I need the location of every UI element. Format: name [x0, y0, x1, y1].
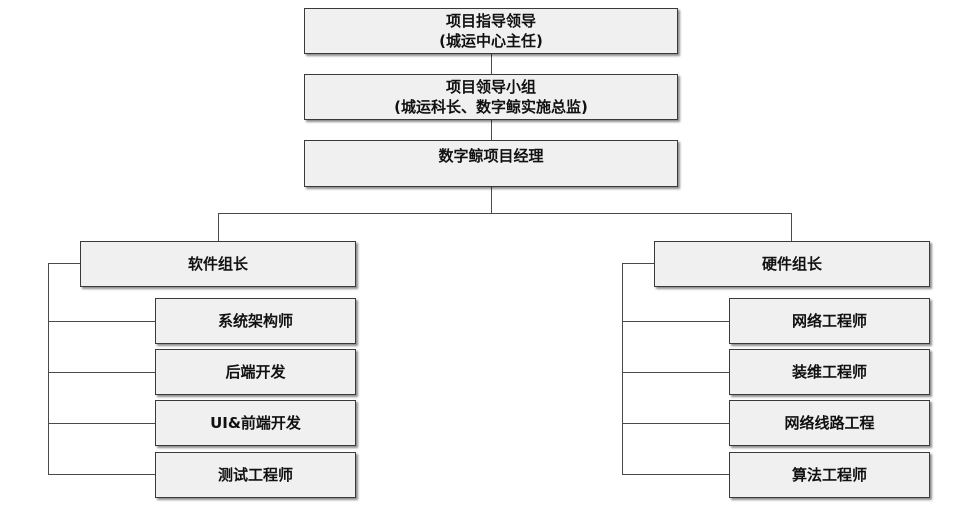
director-subtitle: (城运中心主任) — [439, 32, 543, 50]
software-lead-label: 软件组长 — [187, 255, 248, 273]
leadership-group-subtitle: (城运科长、数字鲸实施总监) — [394, 98, 588, 116]
hardware-member-label: 算法工程师 — [791, 466, 867, 484]
connector-director-to-group — [491, 53, 492, 74]
hardware-bracket-vertical — [622, 263, 623, 475]
hardware-member-box: 网络线路工程 — [729, 400, 930, 446]
software-member-box: 后端开发 — [155, 349, 356, 395]
software-bracket-to-member-1 — [48, 321, 155, 322]
software-bracket-vertical — [48, 263, 49, 475]
project-manager-box: 数字鲸项目经理 — [304, 140, 678, 187]
software-member-box: UI&前端开发 — [155, 400, 356, 446]
hardware-member-label: 装维工程师 — [791, 363, 867, 381]
hardware-member-box: 网络工程师 — [729, 298, 930, 344]
connector-manager-down — [491, 186, 492, 213]
hardware-lead-label: 硬件组长 — [761, 255, 822, 273]
hardware-bracket-to-member-1 — [622, 321, 729, 322]
software-member-box: 系统架构师 — [155, 298, 356, 344]
hardware-member-label: 网络工程师 — [791, 312, 867, 330]
connector-group-to-manager — [491, 120, 492, 140]
software-bracket-to-member-3 — [48, 423, 155, 424]
hardware-bracket-to-member-2 — [622, 372, 729, 373]
hardware-bracket-to-member-3 — [622, 423, 729, 424]
software-member-box: 测试工程师 — [155, 452, 356, 498]
software-member-label: 系统架构师 — [217, 312, 293, 330]
leadership-group-title: 项目领导小组 — [445, 78, 536, 96]
director-box: 项目指导领导 (城运中心主任) — [304, 8, 678, 54]
software-member-label: UI&前端开发 — [210, 414, 301, 432]
software-bracket-to-lead — [48, 263, 80, 264]
hardware-bracket-to-lead — [622, 263, 654, 264]
connector-branch-horizontal — [218, 213, 792, 214]
hardware-lead-box: 硬件组长 — [654, 241, 930, 287]
software-member-label: 测试工程师 — [217, 466, 293, 484]
software-bracket-to-member-2 — [48, 372, 155, 373]
hardware-bracket-to-member-4 — [622, 474, 729, 475]
leadership-group-box: 项目领导小组 (城运科长、数字鲸实施总监) — [304, 74, 678, 120]
hardware-member-box: 算法工程师 — [729, 452, 930, 498]
connector-to-software-lead — [218, 213, 219, 241]
software-member-label: 后端开发 — [225, 363, 286, 381]
software-lead-box: 软件组长 — [80, 241, 356, 287]
director-title: 项目指导领导 — [445, 12, 536, 30]
connector-to-hardware-lead — [791, 213, 792, 241]
hardware-member-box: 装维工程师 — [729, 349, 930, 395]
hardware-member-label: 网络线路工程 — [784, 414, 875, 432]
project-manager-title: 数字鲸项目经理 — [438, 147, 544, 165]
software-bracket-to-member-4 — [48, 474, 155, 475]
